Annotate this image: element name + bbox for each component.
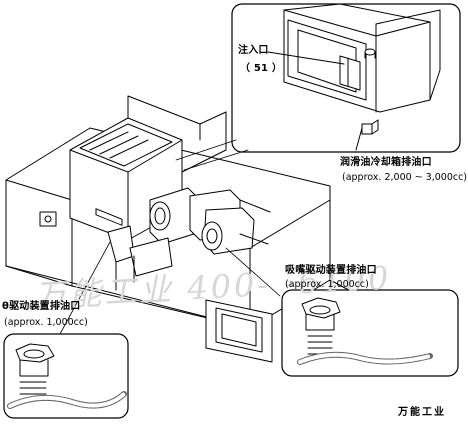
nozzle-drain-capacity: (approx. 1,000cc) (285, 279, 369, 290)
nozzle-drain-label: 吸嘴驱动装置排油口 (285, 265, 377, 276)
lube-drain-label: 润滑油冷却箱排油口 (340, 157, 432, 168)
theta-drain-label: θ驱动装置排油口 (2, 301, 81, 312)
front-monitor (205, 299, 273, 363)
oil-fill-port-label: 注入口 (238, 45, 269, 56)
oil-fill-port-number: （ 51 ） (240, 63, 283, 74)
inset-nozzle-drain (225, 247, 459, 377)
inset-oil-cooler (175, 3, 461, 171)
drive-units (107, 187, 271, 291)
brand-mark: 万能工业 (398, 407, 446, 418)
inset-theta-drain (3, 241, 129, 419)
theta-drain-capacity: (approx. 1,000cc) (4, 317, 88, 328)
lube-drain-capacity: (approx. 2,000 ~ 3,000cc) (342, 172, 468, 183)
